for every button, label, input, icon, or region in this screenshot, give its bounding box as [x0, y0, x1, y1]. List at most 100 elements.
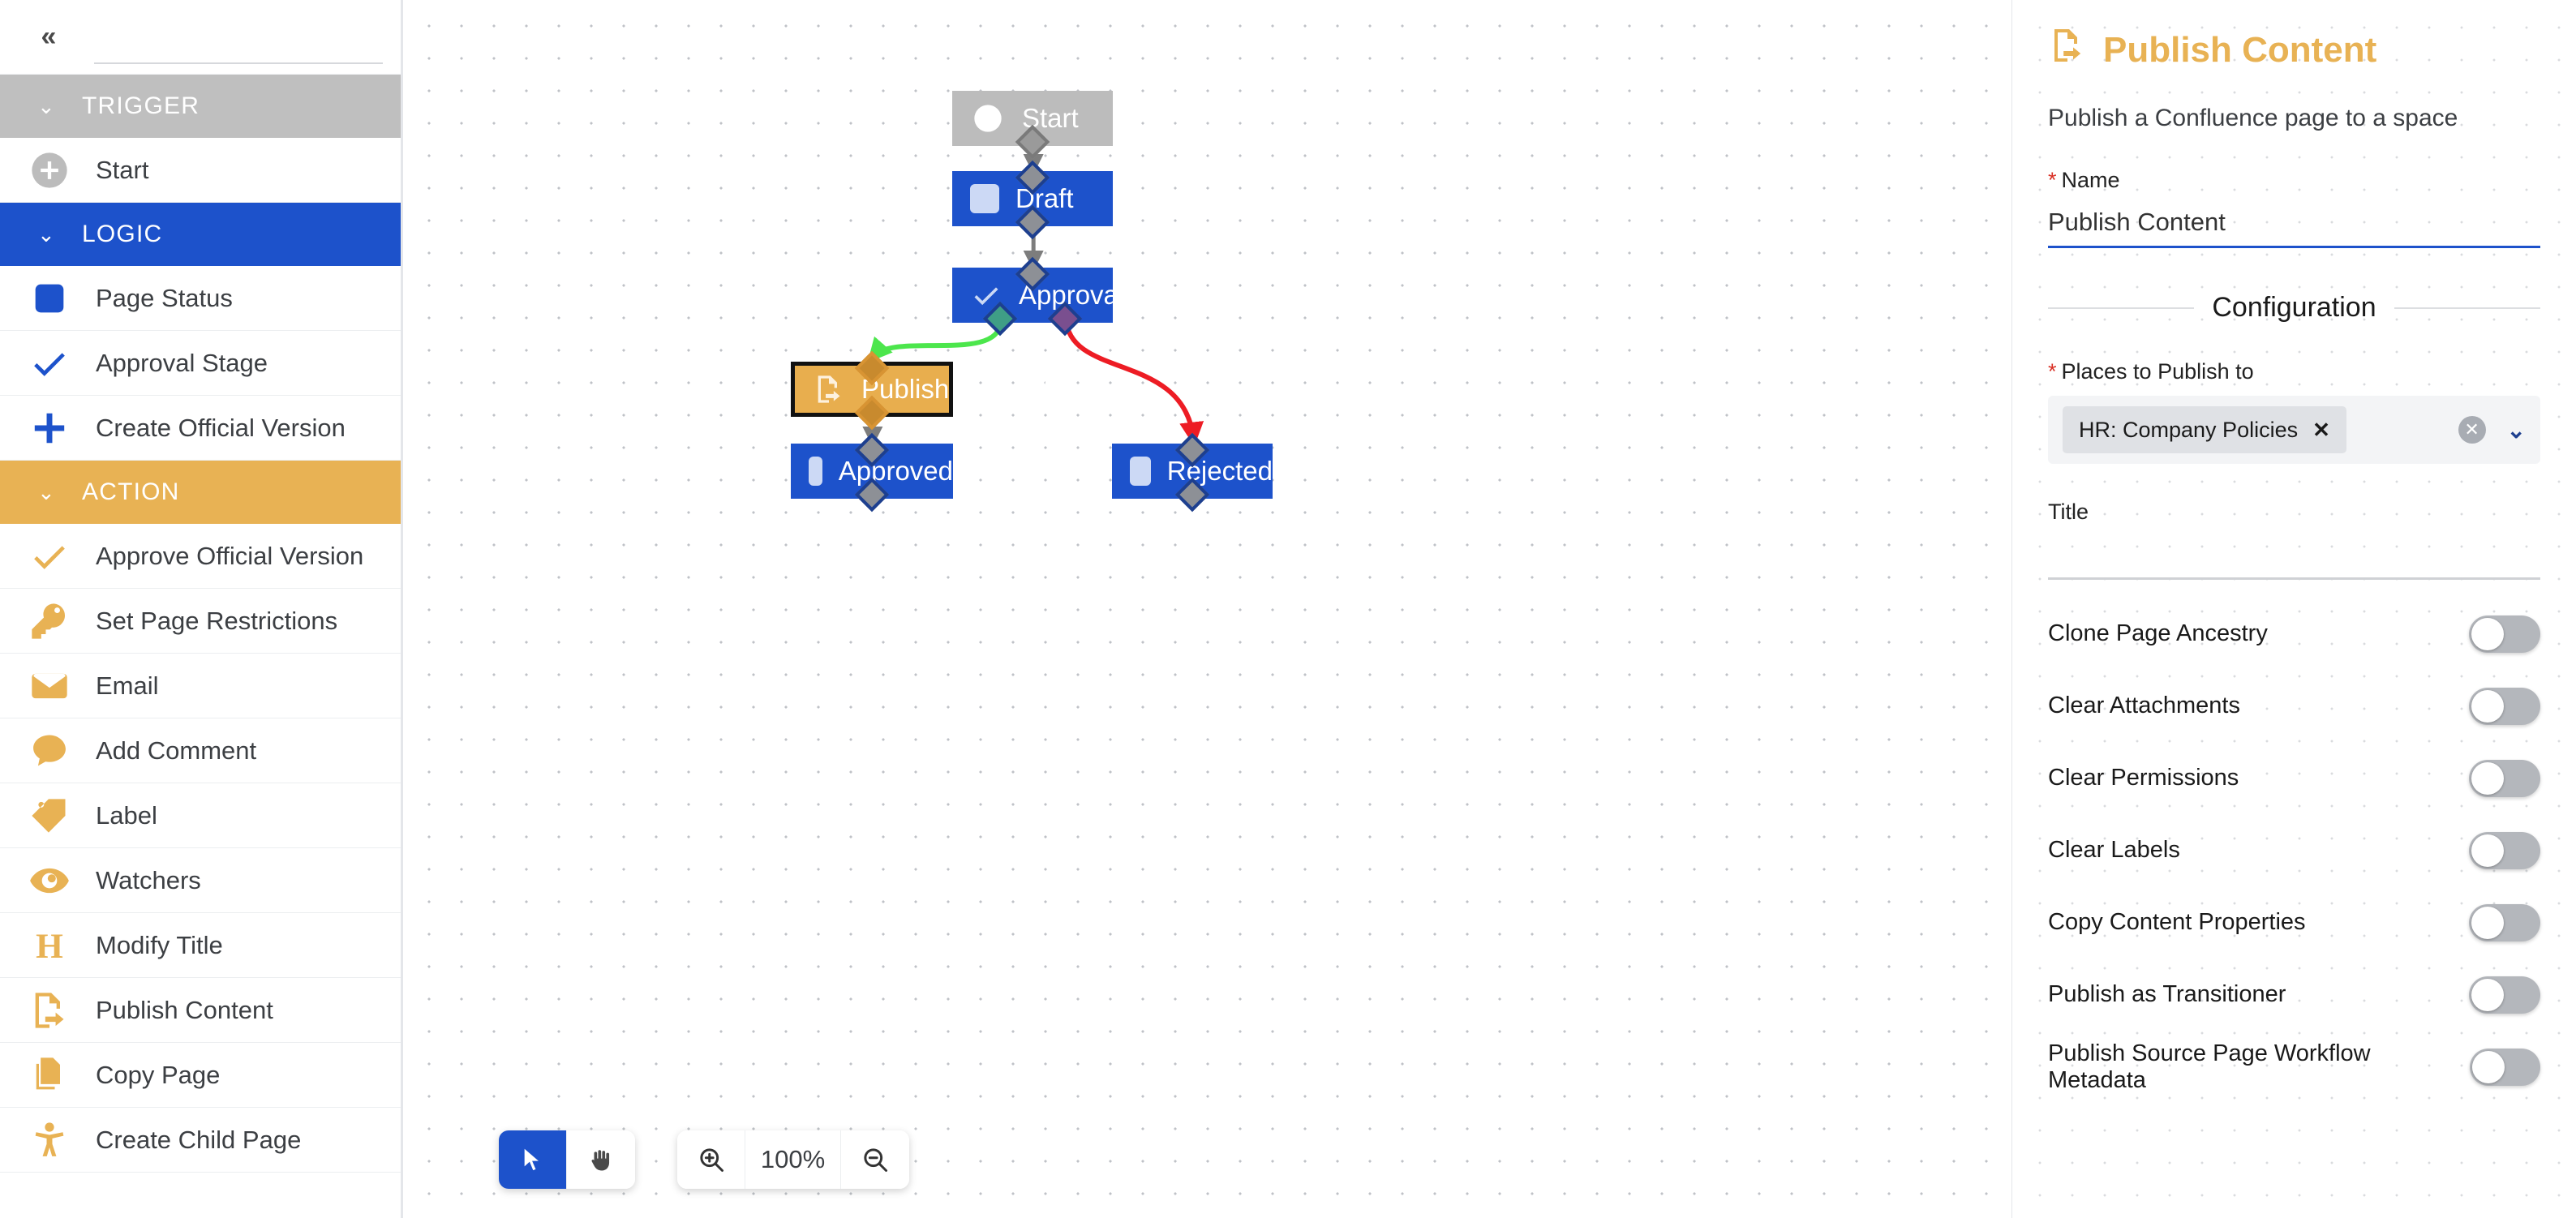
sidebar-item-email[interactable]: Email — [0, 654, 401, 718]
sidebar-item-create-official-version[interactable]: Create Official Version — [0, 396, 401, 461]
toggle-label: Publish as Transitioner — [2048, 981, 2286, 1007]
hand-icon[interactable] — [567, 1130, 635, 1189]
divider-line-left — [2048, 307, 2195, 309]
toggle-row-publish-as-transitioner: Publish as Transitioner — [2048, 959, 2540, 1031]
sidebar-item-add-comment[interactable]: Add Comment — [0, 718, 401, 783]
sidebar-collapse-icon[interactable]: « — [41, 21, 57, 52]
sidebar-item-set-page-restrictions[interactable]: Set Page Restrictions — [0, 589, 401, 654]
sidebar-item-create-child-page[interactable]: Create Child Page — [0, 1108, 401, 1173]
square-icon — [24, 273, 75, 324]
heading-h-icon: H — [24, 920, 75, 971]
canvas-node-label: Rejected — [1166, 456, 1273, 486]
sidebar-item-label: Add Comment — [96, 736, 257, 765]
required-asterisk: * — [2048, 168, 2057, 192]
name-input[interactable] — [2048, 198, 2540, 248]
toggle-label: Publish Source Page Workflow Metadata — [2048, 1040, 2371, 1093]
toggle-knob — [2471, 617, 2504, 650]
zoom-in-icon[interactable] — [677, 1130, 745, 1189]
comment-icon — [24, 726, 75, 776]
sidebar-item-label: Page Status — [96, 283, 233, 312]
panel-title-row: Publish Content — [2048, 26, 2540, 74]
title-field-label: Title — [2048, 500, 2089, 524]
page-title: Publish Content — [2103, 29, 2377, 70]
zoom-level[interactable]: 100% — [745, 1130, 841, 1189]
sidebar-group-trigger[interactable]: ⌄TRIGGER — [0, 75, 401, 138]
toggle-switch[interactable] — [2469, 831, 2540, 869]
sidebar-item-publish-content[interactable]: Publish Content — [0, 978, 401, 1043]
toggle-label: Clear Labels — [2048, 837, 2180, 863]
sidebar-group-logic[interactable]: ⌄LOGIC — [0, 203, 401, 266]
zoom-group: 100% — [677, 1130, 909, 1189]
sidebar-search-wrap — [94, 11, 383, 64]
panel-subtitle: Publish a Confluence page to a space — [2048, 105, 2458, 131]
places-multiselect[interactable]: HR: Company Policies ✕ ✕ ⌄ — [2048, 396, 2540, 464]
sidebar-item-label: Label — [96, 800, 157, 830]
sidebar-group-label: ACTION — [82, 478, 180, 505]
sidebar-item-label: Watchers — [96, 865, 201, 894]
sidebar-item-label: Modify Title — [96, 930, 223, 959]
toggle-switch[interactable] — [2469, 687, 2540, 725]
sidebar-item-label: Approval Stage — [96, 348, 268, 377]
canvas-node-publish[interactable]: Publish Content — [791, 362, 1050, 417]
sidebar-item-label: Create Child Page — [96, 1125, 302, 1154]
sidebar-item-watchers[interactable]: Watchers — [0, 848, 401, 913]
canvas-node-approved[interactable]: Approved — [791, 444, 953, 499]
toggle-switch[interactable] — [2469, 903, 2540, 941]
sidebar-item-label: Email — [96, 671, 159, 700]
cursor-arrow-icon[interactable] — [499, 1130, 567, 1189]
sidebar-item-label: Create Official Version — [96, 413, 346, 442]
toggle-switch[interactable] — [2469, 615, 2540, 653]
toggle-row-copy-content-properties: Copy Content Properties — [2048, 886, 2540, 959]
copy-page-icon — [24, 1050, 75, 1100]
edge-layer — [862, 143, 1204, 447]
chip-label: HR: Company Policies — [2079, 417, 2299, 442]
edge-approval-to-publish[interactable] — [867, 319, 1004, 363]
toggle-knob — [2471, 834, 2504, 867]
square-icon — [970, 184, 999, 213]
toggle-switch[interactable] — [2469, 759, 2540, 797]
edge-approval-to-rejected[interactable] — [1063, 319, 1204, 447]
plus-circle-icon — [970, 101, 1006, 136]
toggle-row-clear-permissions: Clear Permissions — [2048, 742, 2540, 814]
chip-place[interactable]: HR: Company Policies ✕ — [2063, 406, 2346, 453]
key-icon — [24, 596, 75, 646]
child-page-icon — [24, 1115, 75, 1165]
clear-circle-icon[interactable]: ✕ — [2458, 416, 2486, 444]
sidebar-item-start[interactable]: Start — [0, 138, 401, 203]
canvas-node-start[interactable]: Start — [952, 91, 1113, 146]
sidebar-item-page-status[interactable]: Page Status — [0, 266, 401, 331]
sidebar-item-label: Copy Page — [96, 1060, 221, 1089]
sidebar-item-copy-page[interactable]: Copy Page — [0, 1043, 401, 1108]
toggle-knob — [2471, 689, 2504, 723]
publish-page-icon — [24, 985, 75, 1036]
envelope-icon — [24, 661, 75, 711]
sidebar-header: « — [0, 0, 401, 75]
toggle-label: Clear Attachments — [2048, 693, 2240, 718]
sidebar-item-label[interactable]: Label — [0, 783, 401, 848]
sidebar-item-approval-stage[interactable]: Approval Stage — [0, 331, 401, 396]
tag-icon — [24, 791, 75, 841]
canvas-node-label: Approved — [838, 456, 953, 486]
eye-icon — [24, 856, 75, 906]
toggle-switch[interactable] — [2469, 976, 2540, 1014]
sidebar-item-label: Set Page Restrictions — [96, 606, 338, 635]
configuration-heading: Configuration — [2212, 292, 2376, 323]
sidebar-item-modify-title[interactable]: H Modify Title — [0, 913, 401, 978]
toggle-row-publish-source-page-workflow-metadata: Publish Source Page Workflow Metadata — [2048, 1031, 2540, 1103]
sidebar-group-action[interactable]: ⌄ACTION — [0, 461, 401, 524]
required-asterisk: * — [2048, 359, 2057, 384]
close-x-icon[interactable]: ✕ — [2312, 417, 2330, 442]
toggle-switch[interactable] — [2470, 1048, 2540, 1086]
search-input[interactable] — [94, 26, 383, 64]
title-input[interactable] — [2048, 530, 2540, 580]
toggle-label: Copy Content Properties — [2048, 909, 2306, 935]
zoom-out-icon[interactable] — [841, 1130, 909, 1189]
toggle-row-clear-labels: Clear Labels — [2048, 814, 2540, 886]
toggle-knob — [2472, 1050, 2505, 1083]
publish-page-icon — [2048, 26, 2087, 74]
chevron-down-icon[interactable]: ⌄ — [2506, 417, 2526, 443]
sidebar-item-label: Publish Content — [96, 995, 273, 1024]
sidebar-item-approve-official-version[interactable]: Approve Official Version — [0, 524, 401, 589]
